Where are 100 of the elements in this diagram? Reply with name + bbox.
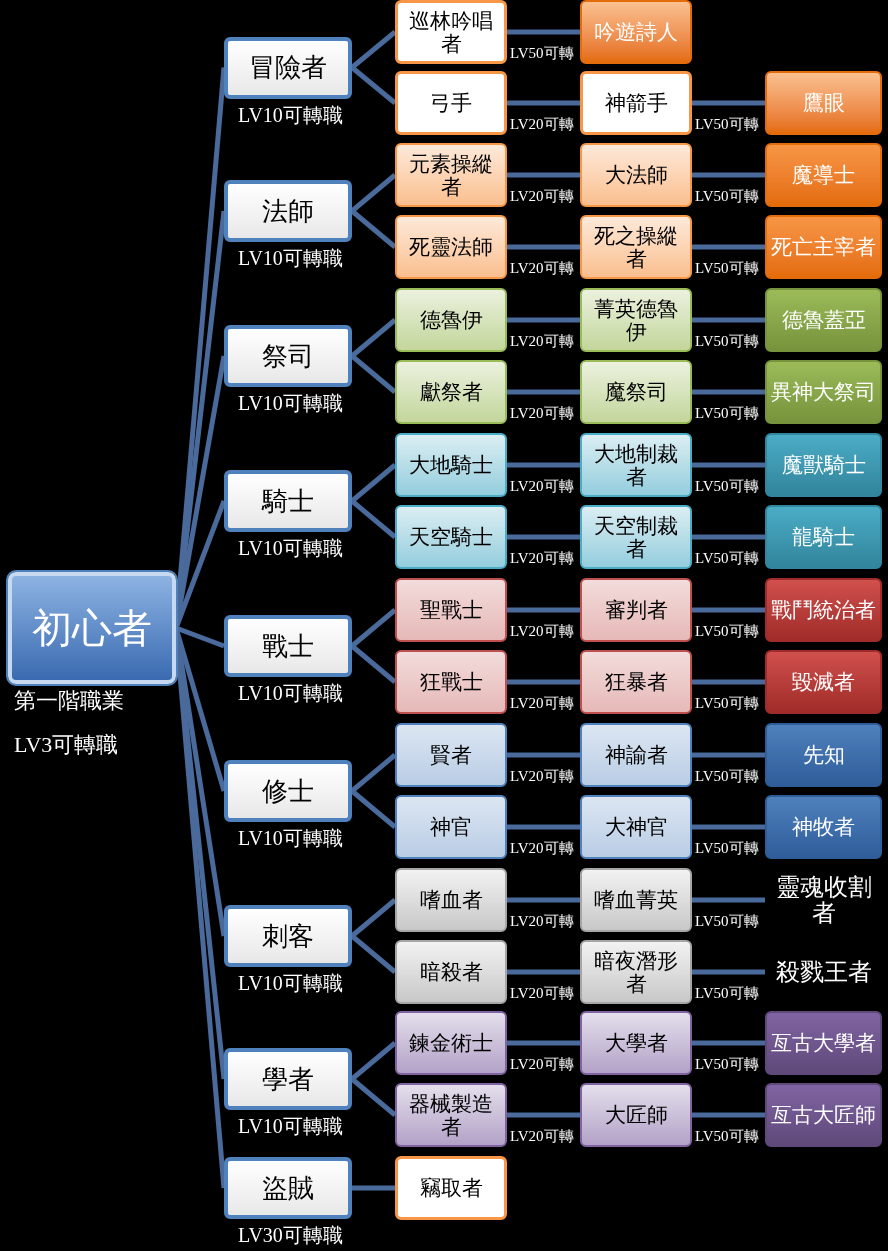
level-requirement: LV50可轉 — [695, 694, 759, 713]
connector-line — [692, 1040, 765, 1046]
level-requirement: LV50可轉 — [695, 187, 759, 206]
connector-line — [692, 100, 765, 106]
class-box: 鷹眼 — [765, 71, 882, 135]
connector-line — [692, 244, 765, 250]
class-box: 大地制裁者 — [580, 433, 692, 497]
connector-line — [692, 172, 765, 178]
class-box: 戰鬥統治者 — [765, 578, 882, 642]
class-box: 嗜血菁英 — [580, 868, 692, 932]
class-box: 死之操縱者 — [580, 215, 692, 279]
level-requirement: LV20可轉 — [510, 912, 574, 931]
class-box: 大學者 — [580, 1011, 692, 1075]
connector-line — [350, 753, 397, 793]
level-requirement: LV20可轉 — [510, 694, 574, 713]
level-requirement: LV50可轉 — [695, 622, 759, 641]
level-requirement: LV50可轉 — [695, 912, 759, 931]
class-box: 學者 — [224, 1048, 352, 1110]
connector-line — [507, 244, 580, 250]
level-requirement: 第一階職業 — [14, 690, 124, 712]
connector-line — [692, 897, 765, 903]
connector-line — [507, 462, 580, 468]
class-box: 亙古大學者 — [765, 1011, 882, 1075]
connector-line — [350, 608, 397, 648]
class-box: 祭司 — [224, 325, 352, 387]
connector-line — [350, 30, 397, 70]
level-requirement: LV50可轉 — [695, 332, 759, 351]
level-requirement: LV50可轉 — [695, 115, 759, 134]
connector-line — [507, 897, 580, 903]
class-label: 靈魂收割者 — [765, 868, 882, 932]
connector-line — [350, 644, 397, 684]
class-box: 狂戰士 — [395, 650, 507, 714]
class-box: 神諭者 — [580, 723, 692, 787]
class-box: 狂暴者 — [580, 650, 692, 714]
level-requirement: LV20可轉 — [510, 1055, 574, 1074]
class-box: 獻祭者 — [395, 360, 507, 424]
level-requirement: LV50可轉 — [695, 1127, 759, 1146]
class-box: 菁英德魯伊 — [580, 288, 692, 352]
connector-line — [350, 173, 397, 213]
connector-line — [350, 1041, 397, 1081]
connector-line — [507, 679, 580, 685]
level-requirement: LV10可轉職 — [238, 391, 343, 416]
class-box: 天空制裁者 — [580, 505, 692, 569]
connector-line — [692, 824, 765, 830]
connector-line — [350, 789, 397, 829]
connector-line — [352, 1185, 395, 1191]
class-box: 戰士 — [224, 615, 352, 677]
level-requirement: LV10可轉職 — [238, 536, 343, 561]
class-box: 修士 — [224, 760, 352, 822]
class-box: 龍騎士 — [765, 505, 882, 569]
class-box: 亙古大匠師 — [765, 1083, 882, 1147]
level-requirement: LV20可轉 — [510, 839, 574, 858]
level-requirement: LV20可轉 — [510, 115, 574, 134]
class-box: 大法師 — [580, 143, 692, 207]
connector-line — [507, 969, 580, 975]
connector-line — [350, 65, 397, 105]
level-requirement: LV20可轉 — [510, 622, 574, 641]
level-requirement: LV50可轉 — [695, 404, 759, 423]
level-requirement: LV20可轉 — [510, 549, 574, 568]
connector-line — [507, 100, 580, 106]
class-box: 騎士 — [224, 470, 352, 532]
level-requirement: LV10可轉職 — [238, 681, 343, 706]
connector-line — [692, 752, 765, 758]
class-box: 賢者 — [395, 723, 507, 787]
level-requirement: LV20可轉 — [510, 477, 574, 496]
class-box: 盜賊 — [224, 1157, 352, 1219]
connector-line — [507, 1112, 580, 1118]
level-requirement: LV10可轉職 — [238, 971, 343, 996]
class-box: 元素操縱者 — [395, 143, 507, 207]
class-box: 魔獸騎士 — [765, 433, 882, 497]
level-requirement: LV20可轉 — [510, 332, 574, 351]
connector-line — [692, 969, 765, 975]
connector-line — [507, 824, 580, 830]
level-requirement: LV50可轉 — [695, 477, 759, 496]
level-requirement: LV10可轉職 — [238, 102, 343, 128]
level-requirement: LV3可轉職 — [14, 734, 120, 756]
class-box: 弓手 — [395, 71, 507, 135]
level-requirement: LV50可轉 — [510, 44, 574, 63]
level-requirement: LV20可轉 — [510, 187, 574, 206]
class-box: 暗殺者 — [395, 940, 507, 1004]
level-requirement: LV10可轉職 — [238, 826, 343, 851]
class-box: 大地騎士 — [395, 433, 507, 497]
class-box: 嗜血者 — [395, 868, 507, 932]
connector-line — [507, 1040, 580, 1046]
class-box: 德魯蓋亞 — [765, 288, 882, 352]
level-requirement: LV20可轉 — [510, 767, 574, 786]
class-box: 魔祭司 — [580, 360, 692, 424]
level-requirement: LV10可轉職 — [238, 1114, 343, 1139]
class-box: 死亡主宰者 — [765, 215, 882, 279]
class-box: 竊取者 — [395, 1156, 507, 1220]
connector-line — [350, 463, 397, 503]
connector-line — [692, 1112, 765, 1118]
level-requirement: LV20可轉 — [510, 259, 574, 278]
connector-line — [507, 29, 580, 35]
connector-line — [507, 607, 580, 613]
class-box: 先知 — [765, 723, 882, 787]
connector-line — [507, 534, 580, 540]
connector-line — [350, 934, 397, 974]
connector-line — [692, 317, 765, 323]
level-requirement: LV50可轉 — [695, 1055, 759, 1074]
